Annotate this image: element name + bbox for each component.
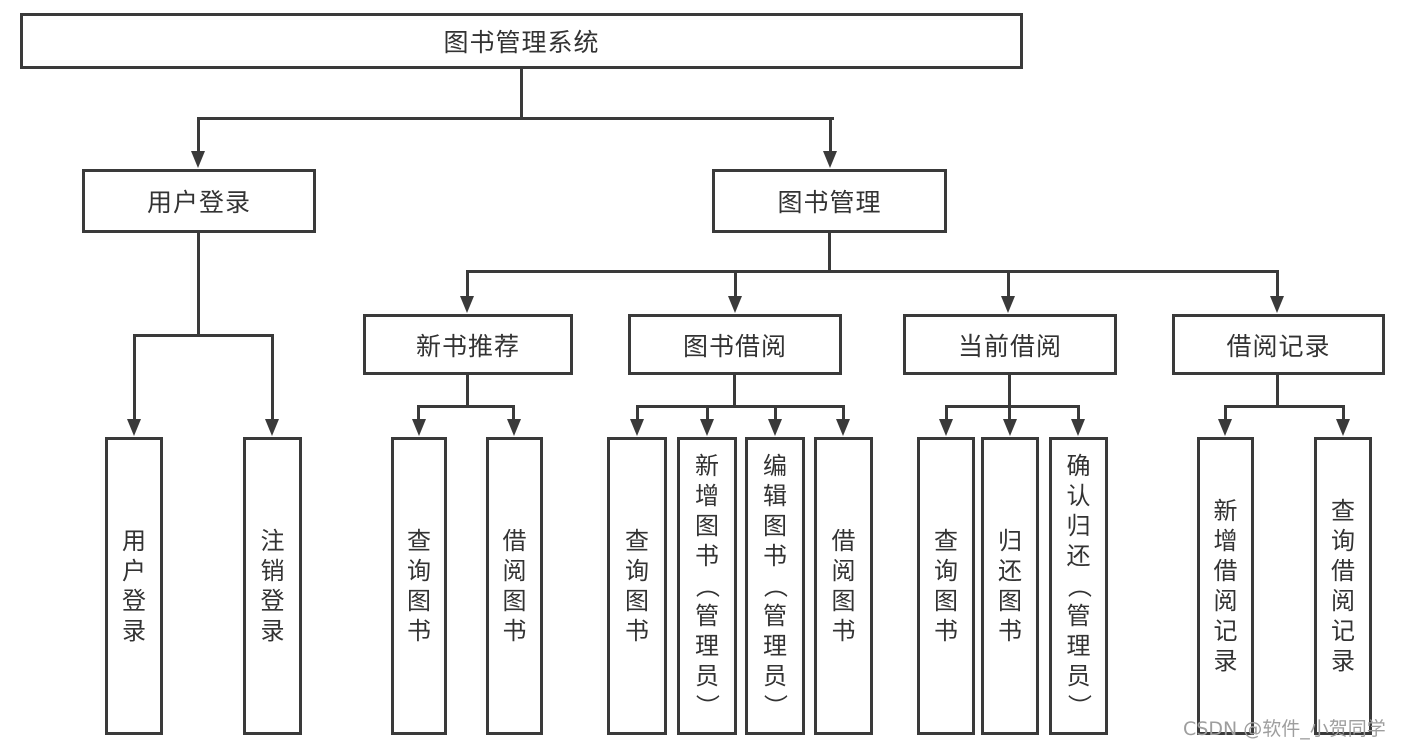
arrow-down-icon: [265, 419, 279, 436]
leaf-query-books-current: 查询图书: [917, 437, 975, 735]
arrow-down-icon: [939, 419, 953, 436]
node-current-borrowing: 当前借阅: [903, 314, 1117, 375]
connector-records-stem: [1276, 375, 1279, 408]
connector-recommend-stem: [466, 375, 469, 408]
connector-drop: [829, 117, 832, 153]
connector-drop: [734, 270, 737, 298]
connector-drop: [1276, 270, 1279, 298]
connector-drop: [1077, 405, 1080, 421]
connector-drop: [1342, 405, 1345, 421]
connector-drop: [945, 405, 948, 421]
arrow-down-icon: [700, 419, 714, 436]
connector-drop: [466, 270, 469, 298]
leaf-borrow-books-recommend: 借阅图书: [486, 437, 543, 735]
leaf-borrow-books-borrowing: 借阅图书: [814, 437, 873, 735]
connector-drop: [774, 405, 777, 421]
connector-drop: [417, 405, 420, 421]
leaf-query-borrow-record: 查询借阅记录: [1314, 437, 1372, 735]
arrow-down-icon: [836, 419, 850, 436]
leaf-add-books-admin: 新增图书（管理员）: [677, 437, 737, 735]
node-book-borrowing: 图书借阅: [628, 314, 842, 375]
connector-user-login-stem: [197, 233, 200, 336]
leaf-add-borrow-record: 新增借阅记录: [1197, 437, 1254, 735]
connector-root-stem: [520, 69, 523, 118]
arrow-down-icon: [460, 296, 474, 313]
node-library-system: 图书管理系统: [20, 13, 1023, 69]
node-user-login: 用户登录: [82, 169, 316, 233]
connector-drop: [842, 405, 845, 421]
arrow-down-icon: [823, 151, 837, 168]
connector-current-hbar: [945, 405, 1080, 408]
connector-drop: [1007, 270, 1010, 298]
node-book-management: 图书管理: [712, 169, 947, 233]
connector-user-login-hbar: [133, 334, 274, 337]
leaf-user-login: 用户登录: [105, 437, 163, 735]
node-borrowing-records: 借阅记录: [1172, 314, 1385, 375]
arrow-down-icon: [1218, 419, 1232, 436]
connector-drop: [706, 405, 709, 421]
connector-drop: [512, 405, 515, 421]
connector-records-hbar: [1224, 405, 1345, 408]
arrow-down-icon: [507, 419, 521, 436]
arrow-down-icon: [1001, 296, 1015, 313]
connector-drop: [197, 117, 200, 153]
connector-current-stem: [1008, 375, 1011, 408]
arrow-down-icon: [768, 419, 782, 436]
arrow-down-icon: [1071, 419, 1085, 436]
leaf-return-books: 归还图书: [981, 437, 1039, 735]
leaf-confirm-return-admin: 确认归还（管理员）: [1049, 437, 1108, 735]
arrow-down-icon: [728, 296, 742, 313]
connector-drop: [133, 334, 136, 421]
leaf-edit-books-admin: 编辑图书（管理员）: [745, 437, 805, 735]
leaf-query-books-recommend: 查询图书: [391, 437, 447, 735]
csdn-watermark: CSDN @软件_小贺同学: [1183, 718, 1386, 740]
node-new-book-recommendation: 新书推荐: [363, 314, 573, 375]
connector-book-mgmt-stem: [828, 233, 831, 272]
connector-recommend-hbar: [417, 405, 515, 408]
arrow-down-icon: [630, 419, 644, 436]
arrow-down-icon: [127, 419, 141, 436]
connector-drop: [1008, 405, 1011, 421]
leaf-query-books-borrowing: 查询图书: [607, 437, 667, 735]
arrow-down-icon: [1270, 296, 1284, 313]
connector-book-mgmt-hbar: [466, 270, 1279, 273]
connector-root-hbar: [197, 117, 834, 120]
arrow-down-icon: [1003, 419, 1017, 436]
leaf-logout-login: 注销登录: [243, 437, 302, 735]
arrow-down-icon: [412, 419, 426, 436]
connector-drop: [1224, 405, 1227, 421]
connector-borrowing-stem: [733, 375, 736, 408]
arrow-down-icon: [1336, 419, 1350, 436]
connector-borrowing-hbar: [636, 405, 845, 408]
connector-drop: [271, 334, 274, 421]
connector-drop: [636, 405, 639, 421]
arrow-down-icon: [191, 151, 205, 168]
